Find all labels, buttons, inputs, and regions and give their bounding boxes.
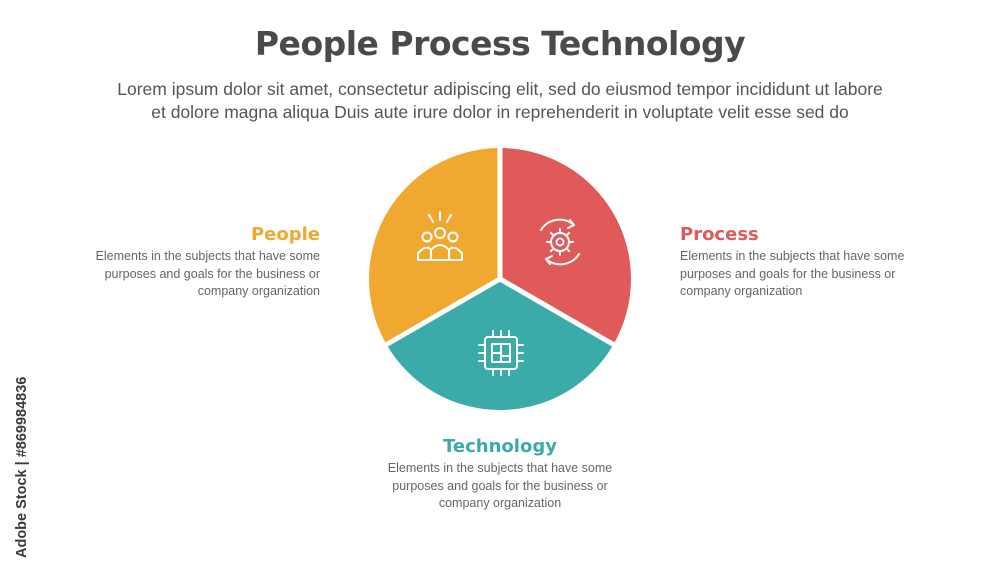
subtitle-line-2: et dolore magna aliqua Duis aute irure d… [151,102,849,122]
people-group-icon [417,211,463,261]
divider-line [498,276,617,348]
divider-line [383,276,502,348]
watermark-text: Adobe Stock | #869984836 [14,377,30,558]
technology-desc-line: company organization [438,496,562,510]
people-description: Elements in the subjects that have some … [60,248,320,301]
process-desc-line: company organization [680,284,803,298]
page-title: People Process Technology [254,24,746,63]
technology-label: Technology [443,436,557,457]
people-desc-line: Elements in the subjects that have some [95,249,320,263]
technology-desc-line: Elements in the subjects that have some [387,461,613,475]
people-desc-line: company organization [197,284,320,298]
process-label: Process [680,224,759,245]
three-part-pie-diagram [360,140,640,425]
process-desc-line: purposes and goals for the business or [680,266,896,281]
technology-description: Elements in the subjects that have some … [0,460,1000,513]
subtitle: Lorem ipsum dolor sit amet, consectetur … [40,78,960,124]
technology-desc-line: purposes and goals for the business or [392,478,608,493]
process-description: Elements in the subjects that have some … [680,248,940,301]
gear-cycle-icon [540,218,580,266]
process-desc-line: Elements in the subjects that have some [680,249,905,263]
microchip-icon [478,330,524,376]
people-desc-line: purposes and goals for the business or [104,266,320,281]
people-label: People [250,224,320,245]
watermark: Adobe Stock | #869984836 [8,318,32,563]
subtitle-line-1: Lorem ipsum dolor sit amet, consectetur … [117,79,883,99]
